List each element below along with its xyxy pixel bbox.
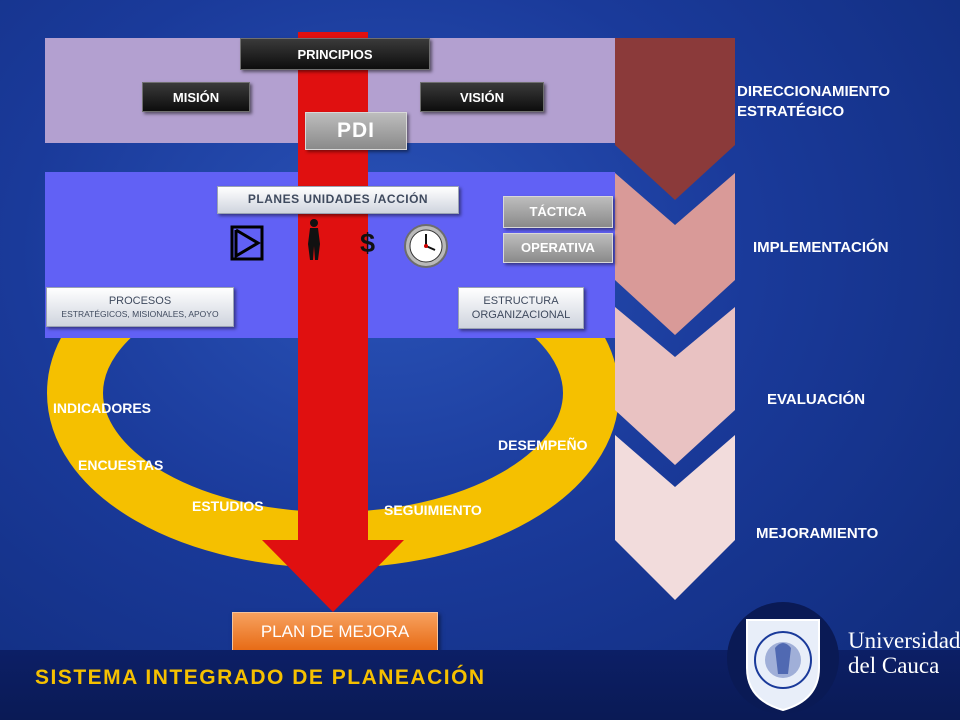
indicadores-label: INDICADORES (53, 400, 152, 416)
chevron-implementacion (615, 173, 735, 335)
encuestas-label: ENCUESTAS (78, 457, 164, 473)
procesos-subtitle: ESTRATÉGICOS, MISIONALES, APOYO (61, 308, 219, 319)
clock-icon (404, 224, 448, 268)
operativa-label: OPERATIVA (503, 233, 613, 263)
stage-label-implementacion: IMPLEMENTACIÓN (753, 239, 889, 256)
stage-line2: ESTRATÉGICO (737, 103, 845, 121)
mision-label: MISIÓN (142, 82, 250, 112)
estructura-box: ESTRUCTURA ORGANIZACIONAL (458, 287, 584, 329)
stage-label-direccionamiento: DIRECCIONAMIENTO ESTRATÉGICO (737, 82, 890, 123)
desempeno-label: DESEMPEÑO (498, 437, 588, 453)
principios-label: PRINCIPIOS (240, 38, 430, 70)
procesos-title: PROCESOS (108, 295, 172, 308)
plan-de-mejora-button: PLAN DE MEJORA (232, 612, 438, 652)
vision-label: VISIÓN (420, 82, 544, 112)
dollar-icon: $ (360, 228, 376, 258)
chevron-mejoramiento (615, 435, 735, 600)
university-line2: del Cauca (848, 653, 940, 679)
stage-label-evaluacion: EVALUACIÓN (767, 391, 866, 408)
seguimiento-label: SEGUIMIENTO (384, 502, 482, 518)
footer-title: SISTEMA INTEGRADO DE PLANEACIÓN (35, 666, 486, 689)
planes-label: PLANES UNIDADES /ACCIÓN (217, 186, 459, 214)
university-line1: Universidad (848, 628, 960, 653)
tactica-label: TÁCTICA (503, 196, 613, 228)
pdi-label: PDI (305, 112, 407, 150)
chevron-evaluacion (615, 307, 735, 465)
university-name: Universidad del Cauca (848, 628, 960, 679)
procesos-box: PROCESOS ESTRATÉGICOS, MISIONALES, APOYO (46, 287, 234, 327)
university-seal-icon (727, 602, 839, 714)
estudios-label: ESTUDIOS (192, 498, 264, 514)
play-icon (230, 225, 264, 261)
estructura-line2: ORGANIZACIONAL (471, 309, 571, 321)
stage-label-mejoramiento: MEJORAMIENTO (756, 525, 879, 542)
person-icon (308, 219, 320, 260)
estructura-line1: ESTRUCTURA (483, 294, 559, 307)
chevron-direccionamiento (615, 38, 735, 200)
stage-line1: DIRECCIONAMIENTO (737, 83, 891, 100)
